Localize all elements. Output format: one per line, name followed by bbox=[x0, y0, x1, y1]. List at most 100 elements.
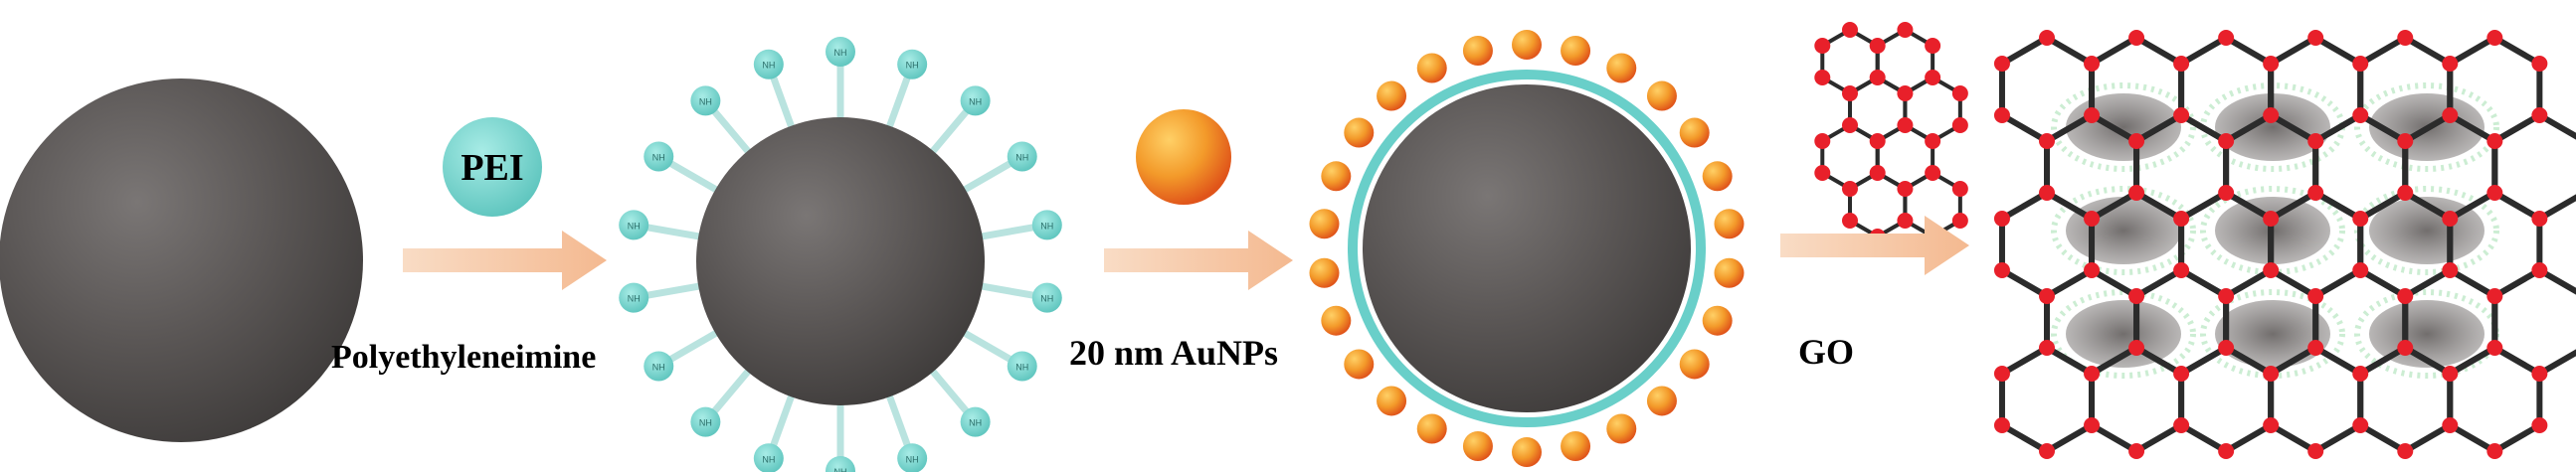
gold-nanoparticle bbox=[1714, 209, 1745, 239]
pei-amine-head bbox=[826, 37, 855, 67]
pei-amine-head bbox=[753, 443, 784, 472]
au-decorated-particle bbox=[1309, 30, 1745, 467]
pei-amine-tag: NH bbox=[1015, 153, 1028, 163]
pei-chain bbox=[706, 102, 754, 158]
pei-chain bbox=[927, 365, 975, 420]
pei-chain bbox=[977, 222, 1042, 241]
oxygen-atom bbox=[1951, 85, 1968, 101]
pei-chain bbox=[639, 281, 704, 301]
pei-amine-tag: NH bbox=[834, 467, 847, 472]
oxygen-atom bbox=[2128, 340, 2145, 356]
oxygen-atom bbox=[2039, 443, 2055, 459]
pei-chain bbox=[927, 102, 975, 158]
bare-core-particle bbox=[0, 79, 363, 442]
gold-nanoparticle bbox=[1679, 117, 1710, 148]
oxygen-atom bbox=[2263, 56, 2280, 72]
oxygen-atom bbox=[2084, 417, 2101, 433]
gold-nanoparticle bbox=[1416, 413, 1447, 444]
composite-shell bbox=[2354, 186, 2499, 275]
oxygen-atom bbox=[1925, 70, 1941, 85]
oxygen-atom bbox=[2307, 30, 2324, 46]
oxygen-atom bbox=[2084, 366, 2101, 382]
pei-chain bbox=[959, 156, 1019, 196]
oxygen-atom bbox=[2486, 185, 2503, 201]
oxygen-atom bbox=[2307, 133, 2324, 149]
oxygen-atom bbox=[2218, 288, 2235, 304]
oxygen-atom bbox=[2352, 107, 2369, 123]
pei-chain bbox=[959, 327, 1019, 367]
gold-nanoparticle bbox=[1606, 53, 1637, 83]
composite-shell bbox=[2051, 186, 2196, 275]
go-label: GO bbox=[1798, 332, 1854, 372]
oxygen-atom bbox=[2531, 417, 2548, 433]
oxygen-atom bbox=[2307, 443, 2324, 459]
gold-nanoparticle bbox=[1679, 349, 1710, 380]
oxygen-atom bbox=[2352, 211, 2369, 227]
oxygen-atom bbox=[2397, 443, 2414, 459]
gold-nanoparticle bbox=[1512, 30, 1542, 60]
oxygen-atom bbox=[2084, 107, 2101, 123]
pei-amine-head bbox=[1007, 351, 1037, 382]
pei-amine-head bbox=[690, 85, 721, 116]
oxygen-atom bbox=[2039, 340, 2055, 356]
oxygen-atom bbox=[2352, 56, 2369, 72]
oxygen-atom bbox=[2531, 56, 2548, 72]
oxygen-atom bbox=[2307, 185, 2324, 201]
gold-nanoparticle bbox=[1416, 53, 1447, 83]
oxygen-atom bbox=[1897, 117, 1914, 133]
gold-nanoparticle bbox=[1646, 386, 1677, 416]
oxygen-atom bbox=[2263, 417, 2280, 433]
oxygen-atom bbox=[1842, 181, 1858, 197]
oxygen-atom bbox=[2218, 443, 2235, 459]
oxygen-atom bbox=[1869, 133, 1886, 149]
gold-nanoparticle bbox=[1606, 413, 1637, 444]
oxygen-atom bbox=[1925, 165, 1941, 181]
oxygen-atom bbox=[2128, 443, 2145, 459]
pei-amine-head bbox=[619, 210, 649, 240]
oxygen-atom bbox=[2173, 56, 2190, 72]
gold-nanoparticle-icon bbox=[1136, 109, 1231, 205]
oxygen-atom bbox=[1814, 165, 1831, 181]
pei-shell bbox=[1348, 70, 1706, 427]
pei-chain bbox=[767, 69, 797, 132]
oxygen-atom bbox=[1842, 22, 1858, 38]
pei-amine-tag: NH bbox=[969, 96, 982, 106]
graphene-ring bbox=[2268, 345, 2364, 454]
oxygen-atom bbox=[2531, 211, 2548, 227]
gold-nanoparticle bbox=[1309, 209, 1340, 239]
oxygen-atom bbox=[2397, 30, 2414, 46]
oxygen-atom bbox=[2039, 133, 2055, 149]
pei-amine-tag: NH bbox=[652, 363, 665, 373]
pei-amine-tag: NH bbox=[628, 221, 641, 231]
graphene-ring bbox=[2447, 345, 2543, 454]
oxygen-atom bbox=[2352, 417, 2369, 433]
graphene-ring bbox=[1848, 171, 1908, 238]
oxygen-atom bbox=[2442, 107, 2459, 123]
pei-amine-head bbox=[753, 49, 784, 79]
oxygen-atom bbox=[1951, 213, 1968, 229]
oxygen-atom bbox=[2128, 185, 2145, 201]
gold-nanoparticle bbox=[1561, 431, 1591, 462]
pei-amine-tag: NH bbox=[762, 61, 775, 71]
oxygen-atom bbox=[2531, 262, 2548, 278]
pei-amine-head bbox=[960, 85, 991, 116]
arrow-step-3 bbox=[1780, 216, 1969, 275]
oxygen-atom bbox=[2442, 366, 2459, 382]
oxygen-atom bbox=[1842, 85, 1858, 101]
pei-amine-head bbox=[897, 443, 928, 472]
oxygen-atom bbox=[2218, 133, 2235, 149]
gold-nanoparticle bbox=[1462, 35, 1493, 66]
pei-badge-label: PEI bbox=[460, 147, 523, 189]
oxygen-atom bbox=[2039, 30, 2055, 46]
composite-particle bbox=[2215, 300, 2330, 368]
oxygen-atom bbox=[2442, 56, 2459, 72]
gold-nanoparticle bbox=[1344, 349, 1375, 380]
oxygen-atom bbox=[2173, 262, 2190, 278]
pei-chain bbox=[661, 327, 722, 367]
oxygen-atom bbox=[1993, 107, 2010, 123]
oxygen-atom bbox=[1897, 85, 1914, 101]
pei-chain bbox=[884, 69, 914, 132]
oxygen-atom bbox=[2352, 262, 2369, 278]
pei-amine-tag: NH bbox=[762, 454, 775, 464]
